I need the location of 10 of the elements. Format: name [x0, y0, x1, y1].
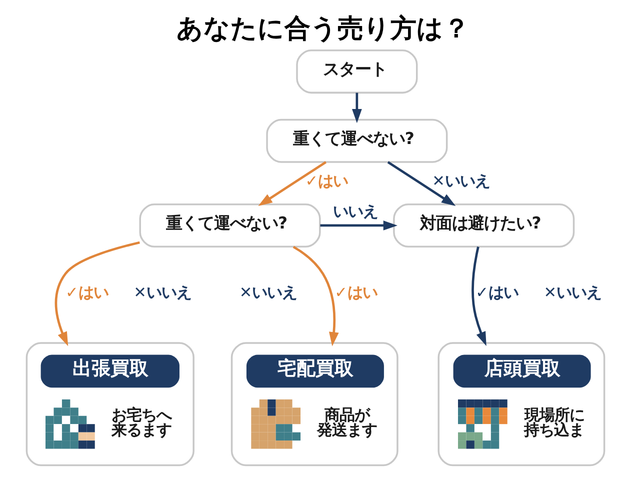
edge-label: ✓はい [304, 172, 348, 190]
edge-label: ✓はい [475, 284, 518, 302]
edge-label: いいえ [332, 202, 378, 221]
label: ✕いいえ [543, 284, 602, 302]
label: ✕いいえ [133, 284, 191, 302]
edge-label: ✓はい [334, 284, 377, 302]
edge-label: ✕いいえ [432, 172, 490, 190]
label: ✕いいえ [238, 284, 297, 302]
diagram-title: あなたに合う売り方は？ [176, 14, 470, 44]
edge-label: ✓はい [64, 284, 108, 302]
